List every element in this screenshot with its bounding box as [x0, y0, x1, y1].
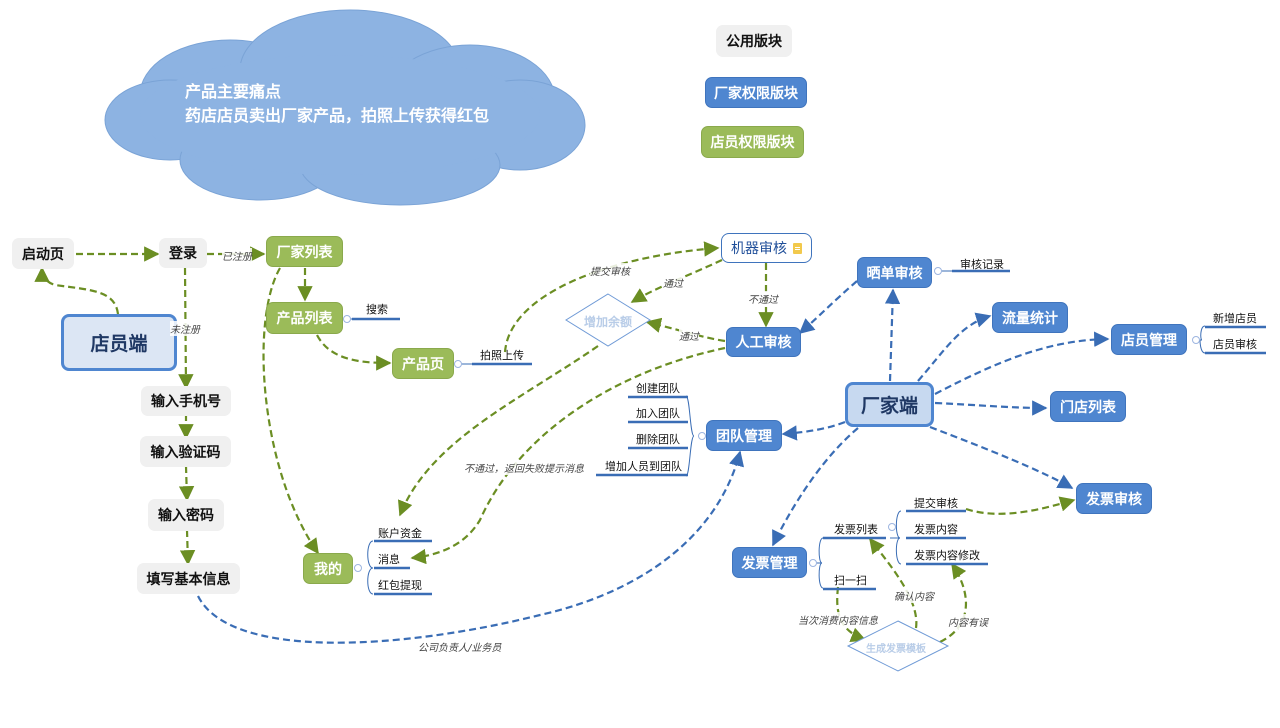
edge-vendorroot-showcase — [884, 288, 901, 382]
edge-vendorroot-staffmgmt — [934, 331, 1110, 395]
edge-label-passed-2: 通过 — [679, 328, 699, 343]
edge-code-password — [178, 465, 195, 502]
edge-showcase-manual — [798, 280, 858, 335]
edge-vendorroot-team — [781, 420, 846, 441]
node-gen-invoice-template[interactable]: 生成发票模板 — [866, 644, 926, 655]
collapse-toggle-invoicelist — [888, 523, 896, 531]
diamond-add-balance — [565, 293, 651, 347]
leaf-review-records[interactable]: 审核记录 — [960, 258, 1004, 271]
node-add-balance[interactable]: 增加余额 — [584, 315, 633, 329]
node-machine-review[interactable]: 机器审核 — [721, 233, 812, 263]
node-team-mgmt[interactable]: 团队管理 — [706, 420, 782, 451]
node-mine[interactable]: 我的 — [303, 553, 353, 584]
leaf-invoice-content-edit[interactable]: 发票内容修改 — [914, 549, 980, 562]
edge-upload-machine — [503, 241, 720, 353]
node-fill-info[interactable]: 填写基本信息 — [137, 563, 240, 594]
node-input-code[interactable]: 输入验证码 — [140, 436, 231, 467]
node-input-password[interactable]: 输入密码 — [148, 499, 224, 531]
edge-label-not-registered: 未注册 — [170, 321, 200, 336]
leaf-staff-review[interactable]: 店员审核 — [1213, 338, 1257, 351]
leaf-invoice-list[interactable]: 发票列表 — [834, 523, 878, 536]
node-product-page[interactable]: 产品页 — [392, 348, 454, 379]
collapse-toggle-mine — [354, 564, 362, 572]
leaf-join-team[interactable]: 加入团队 — [636, 407, 680, 420]
leaf-account-funds[interactable]: 账户资金 — [378, 527, 422, 540]
collapse-toggle-productlist — [343, 315, 351, 323]
diamond-gen-invoice-template — [846, 620, 950, 672]
edge-vendorlist-mine — [262, 267, 319, 555]
node-traffic-stats[interactable]: 流量统计 — [992, 302, 1068, 333]
connector-staffmgmt-leaves — [1199, 325, 1206, 354]
leaf-invoice-content[interactable]: 发票内容 — [914, 523, 958, 536]
node-staff-root[interactable]: 店员端 — [61, 314, 177, 371]
edge-vendorroot-invoicemgmt — [772, 427, 859, 547]
collapse-toggle-team — [698, 432, 706, 440]
edge-manual-messages — [410, 346, 726, 565]
leaf-search[interactable]: 搜索 — [366, 303, 388, 316]
connector-team-leaves — [685, 395, 700, 477]
edge-vendorroot-traffic — [917, 312, 992, 382]
legend-public: 公用版块 — [716, 25, 792, 57]
leaf-photo-upload[interactable]: 拍照上传 — [480, 349, 524, 362]
edge-label-company-owner: 公司负责人/业务员 — [418, 639, 502, 654]
leaf-delete-team[interactable]: 删除团队 — [636, 433, 680, 446]
connector-mine-leaves — [367, 540, 374, 595]
machine-review-label: 机器审核 — [731, 241, 787, 257]
node-splash[interactable]: 启动页 — [12, 238, 74, 269]
cloud-line-1: 产品主要痛点 — [185, 82, 282, 101]
legend-vendor: 厂家权限版块 — [705, 77, 807, 108]
leaf-create-team[interactable]: 创建团队 — [636, 382, 680, 395]
edge-addbalance-account — [398, 345, 599, 517]
node-staff-mgmt[interactable]: 店员管理 — [1111, 324, 1187, 355]
node-store-list[interactable]: 门店列表 — [1050, 391, 1126, 422]
edge-label-submit-review: 提交审核 — [590, 263, 630, 278]
connector-invoicemgmt-leaves — [812, 537, 824, 589]
note-icon — [793, 242, 802, 254]
edge-template-contentedit — [939, 562, 968, 643]
cloud-shape — [104, 9, 586, 206]
leaf-messages[interactable]: 消息 — [378, 553, 400, 566]
edge-label-content-error: 内容有误 — [948, 614, 988, 629]
edge-label-passed-1: 通过 — [663, 275, 683, 290]
cloud-text: 产品主要痛点 药店店员卖出厂家产品，拍照上传获得红包 — [185, 80, 489, 128]
leaf-add-member-to-team[interactable]: 增加人员到团队 — [605, 460, 682, 473]
edge-vendorroot-storelist — [934, 400, 1048, 416]
node-input-phone[interactable]: 输入手机号 — [141, 386, 231, 416]
node-login[interactable]: 登录 — [159, 238, 207, 268]
edge-fillinfo-team — [197, 450, 745, 644]
connector-invoicelist-leaves — [890, 510, 902, 565]
edge-label-current-consumption: 当次消费内容信息 — [798, 612, 878, 627]
node-product-list[interactable]: 产品列表 — [266, 302, 343, 334]
node-invoice-mgmt[interactable]: 发票管理 — [732, 547, 807, 578]
edge-label-confirm-content: 确认内容 — [894, 588, 934, 603]
edge-machine-addbalance — [630, 259, 723, 303]
collapse-toggle-staffmgmt — [1192, 336, 1200, 344]
edge-label-not-passed: 不通过 — [748, 291, 778, 306]
node-vendor-list[interactable]: 厂家列表 — [266, 236, 343, 267]
edge-password-fillinfo — [179, 529, 196, 566]
edge-staffroot-splash — [34, 266, 120, 315]
node-vendor-root[interactable]: 厂家端 — [845, 382, 934, 427]
edge-template-invoicelist — [869, 537, 918, 629]
node-showcase-review[interactable]: 晒单审核 — [857, 257, 932, 288]
leaf-red-packet-withdraw[interactable]: 红包提现 — [378, 579, 422, 592]
edge-productlist-productpage — [316, 334, 392, 371]
node-manual-review[interactable]: 人工审核 — [726, 327, 801, 357]
edge-submit-invoicereview — [965, 496, 1076, 515]
legend-staff: 店员权限版块 — [701, 126, 804, 158]
collapse-toggle-productpage — [454, 360, 462, 368]
leaf-add-staff[interactable]: 新增店员 — [1213, 312, 1257, 325]
node-invoice-review[interactable]: 发票审核 — [1076, 483, 1152, 514]
leaf-scan[interactable]: 扫一扫 — [834, 574, 867, 587]
edge-vendorroot-invoicereview — [929, 425, 1074, 489]
cloud-line-2: 药店店员卖出厂家产品，拍照上传获得红包 — [185, 106, 490, 125]
leaf-submit-review[interactable]: 提交审核 — [914, 497, 958, 510]
collapse-toggle-invoicemgmt — [809, 559, 817, 567]
edge-label-registered: 已注册 — [222, 248, 252, 263]
collapse-toggle-showcase — [934, 267, 942, 275]
edge-label-fail-return: 不通过，返回失败提示消息 — [464, 460, 584, 475]
